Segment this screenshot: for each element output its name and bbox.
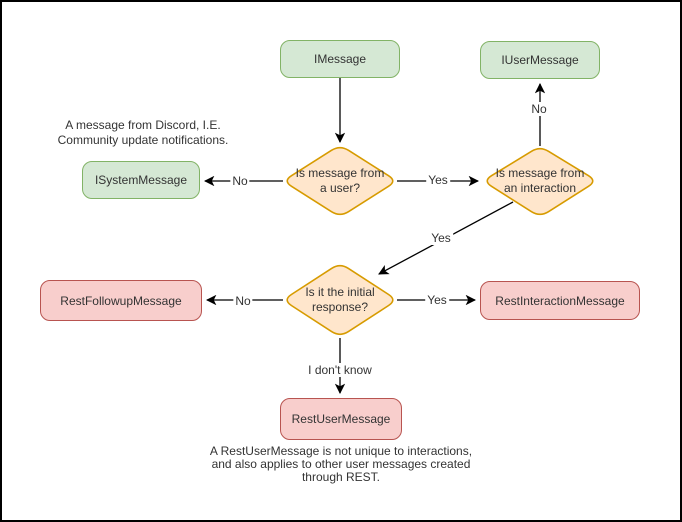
note-system-message-line2: Community update notifications. — [57, 133, 229, 147]
decision-from-user-line2: a user? — [319, 181, 361, 195]
decision-initial-response-line1: Is it the initial — [305, 285, 375, 299]
node-isystemmessage-label: ISystemMessage — [94, 173, 188, 187]
node-restfollowupmessage: RestFollowupMessage — [40, 280, 202, 321]
node-restinteractionmessage: RestInteractionMessage — [480, 281, 640, 320]
edge-label-from-interaction-yes: Yes — [429, 231, 453, 245]
decision-from-interaction-label: Is message from an interaction — [485, 148, 595, 214]
edge-label-from-user-no: No — [230, 174, 250, 188]
note-rest-user-message: A RestUserMessage is not unique to inter… — [191, 445, 491, 484]
decision-from-user-label: Is message from a user? — [285, 147, 395, 215]
note-rest-user-message-line3: through REST. — [301, 470, 381, 484]
edge-label-initial-response-yes: Yes — [425, 293, 449, 307]
edge-label-initial-response-no: No — [233, 294, 253, 308]
note-rest-user-message-line2: and also applies to other user messages … — [211, 457, 471, 471]
node-isystemmessage: ISystemMessage — [82, 161, 200, 199]
edge-label-from-user-yes: Yes — [426, 173, 450, 187]
decision-from-interaction-line2: an interaction — [503, 181, 577, 195]
note-rest-user-message-line1: A RestUserMessage is not unique to inter… — [209, 444, 473, 458]
node-imessage-label: IMessage — [313, 52, 367, 66]
node-restusermessage-label: RestUserMessage — [291, 412, 391, 426]
decision-from-user-line1: Is message from — [295, 166, 385, 180]
node-restusermessage: RestUserMessage — [280, 398, 402, 440]
node-imessage: IMessage — [280, 40, 400, 78]
decision-initial-response-line2: response? — [311, 300, 369, 314]
decision-diamond-initial-response — [286, 264, 394, 336]
node-iusermessage-label: IUserMessage — [501, 53, 579, 67]
edge-label-from-interaction-no: No — [529, 102, 549, 116]
node-restfollowupmessage-label: RestFollowupMessage — [60, 293, 182, 308]
decision-diamond-from-user — [286, 146, 394, 216]
decision-diamond-from-interaction — [486, 147, 594, 216]
node-iusermessage: IUserMessage — [480, 41, 600, 79]
decision-from-interaction-line1: Is message from — [495, 166, 585, 180]
decision-initial-response-label: Is it the initial response? — [285, 265, 395, 335]
node-restinteractionmessage-label: RestInteractionMessage — [495, 293, 625, 308]
edge-label-initial-response-unknown: I don't know — [306, 363, 374, 377]
note-system-message-line1: A message from Discord, I.E. — [65, 118, 221, 132]
note-system-message: A message from Discord, I.E. Community u… — [36, 118, 250, 148]
